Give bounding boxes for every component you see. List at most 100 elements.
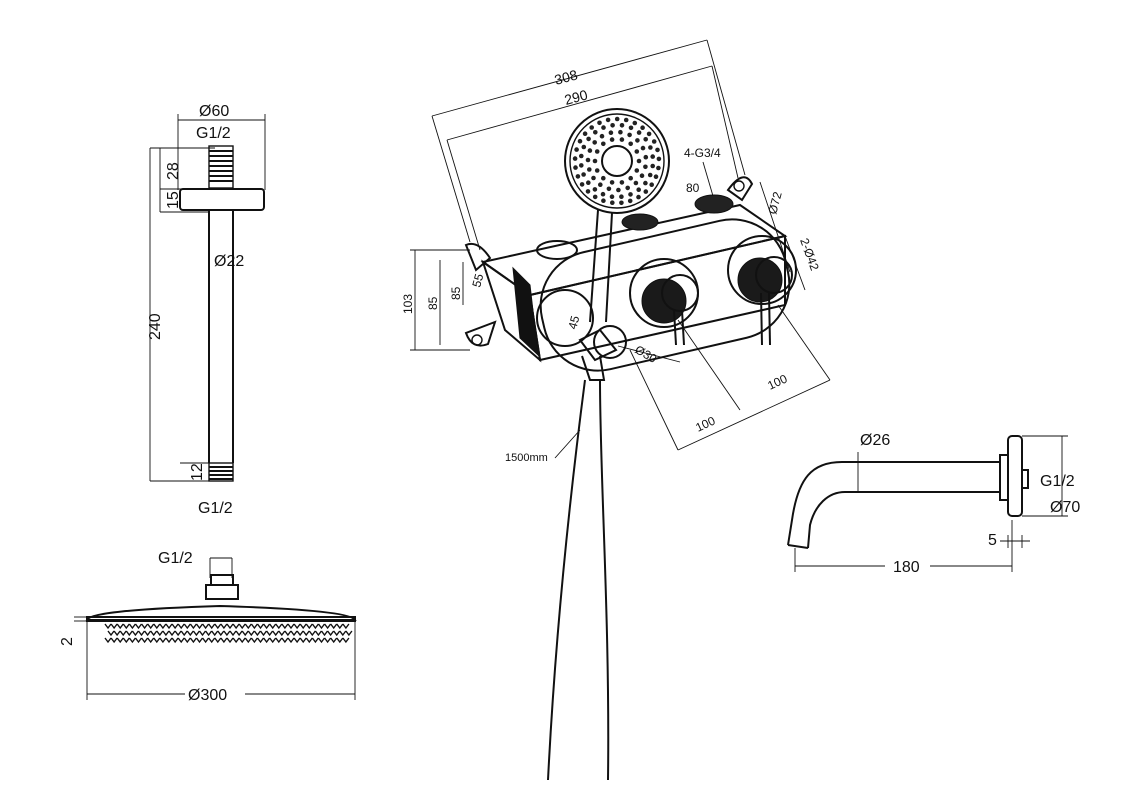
hand-shower-nozzle [609, 180, 615, 185]
hand-shower-nozzle [616, 187, 621, 193]
hand-shower-nozzle [649, 182, 654, 187]
head-nozzle [293, 637, 301, 644]
hand-shower-nozzle [597, 120, 602, 126]
mixer-dim-80: 80 [686, 181, 700, 195]
hand-shower-nozzle [579, 182, 585, 187]
arm-dia-top: Ø60 [199, 103, 229, 120]
head-nozzle [208, 623, 216, 630]
head-nozzle [342, 637, 350, 644]
head-nozzle [290, 630, 298, 637]
hand-shower-nozzle [636, 130, 642, 135]
hand-shower-nozzle [593, 130, 598, 135]
head-nozzle [168, 630, 176, 637]
head-nozzle [317, 623, 326, 630]
head-nozzle [232, 637, 240, 644]
hand-shower-nozzle [628, 192, 633, 197]
hand-shower-nozzle [628, 175, 633, 181]
head-nozzle [339, 630, 347, 637]
hand-shower-nozzle [586, 180, 591, 185]
hand-shower-nozzle [614, 116, 620, 122]
arm-thread-hatch [209, 150, 233, 182]
head-nozzle [208, 637, 216, 644]
hand-shower-nozzle [646, 131, 652, 137]
head-nozzle [324, 623, 332, 630]
head-nozzle [110, 623, 118, 630]
mixer-dim-100b: 100 [765, 371, 789, 392]
head-nozzle [205, 630, 213, 637]
hand-shower-nozzle [577, 138, 583, 144]
head-nozzle [153, 637, 161, 644]
head-nozzle [314, 630, 322, 637]
hand-shower-nozzle [601, 141, 606, 147]
hand-shower-nozzle [581, 172, 586, 177]
hand-shower-nozzle [599, 133, 605, 139]
head-nozzle [177, 637, 185, 644]
spout-thread: G1/2 [1040, 473, 1075, 490]
head-nozzle [159, 637, 167, 644]
head-nozzle [122, 623, 130, 630]
head-nozzle [296, 630, 304, 637]
mixer-dim-55: 55 [469, 272, 486, 289]
hand-shower-nozzle [648, 145, 653, 150]
head-nozzle [226, 637, 234, 644]
hand-shower-nozzle [610, 123, 615, 128]
hand-shower-nozzle [609, 194, 615, 199]
hand-shower-nozzle [606, 186, 612, 192]
head-nozzle [272, 630, 280, 637]
hand-shower-nozzle [574, 147, 579, 152]
hand-shower-nozzle [655, 147, 660, 153]
head-nozzle [134, 637, 143, 644]
hand-shower-nozzle [643, 180, 648, 186]
head-nozzle [244, 623, 252, 630]
arm-dim-15: 15 [165, 191, 182, 209]
hand-shower-nozzle [592, 187, 598, 192]
head-nozzle [299, 637, 307, 644]
head-nozzle [165, 637, 173, 644]
head-nozzle [342, 623, 350, 630]
hand-shower-nozzle [636, 187, 641, 192]
head-nozzle [250, 623, 258, 630]
head-nozzle [141, 623, 149, 630]
hand-shower-nozzle [586, 136, 591, 142]
arm-thread-top: G1/2 [196, 125, 231, 142]
hand-shower-nozzle [592, 140, 597, 145]
head-nozzle [156, 630, 164, 637]
spout-dia-70: Ø70 [1050, 499, 1080, 516]
hand-shower-nozzle [585, 157, 591, 163]
hand-shower-nozzle [608, 130, 614, 135]
head-nozzle [171, 623, 179, 630]
head-nozzle [266, 630, 274, 637]
head-nozzle [217, 630, 225, 637]
head-nozzle [302, 630, 310, 637]
hand-shower-nozzle [643, 164, 648, 170]
head-nozzle [287, 637, 295, 644]
head-nozzle [330, 623, 338, 630]
mixer-valve: 308 290 [401, 39, 831, 781]
head-nozzle [214, 637, 222, 644]
head-nozzle [104, 623, 112, 630]
head-nozzle [327, 630, 335, 637]
hand-shower-nozzle [618, 129, 623, 135]
head-nozzle [275, 637, 283, 644]
hand-shower-nozzle [650, 163, 655, 169]
head-nozzle [141, 637, 149, 644]
head-nozzle [125, 630, 133, 637]
head-nozzle [128, 623, 136, 630]
head-nozzle [122, 637, 130, 644]
hand-shower-nozzle [651, 139, 657, 144]
hand-shower-nozzle [634, 168, 640, 173]
head-nozzle [305, 623, 313, 630]
hand-shower-nozzle [582, 131, 588, 136]
head-nozzles [104, 623, 353, 644]
head-nozzle [195, 637, 204, 644]
head-nozzle [333, 630, 341, 637]
hose-length: 1500mm [505, 452, 548, 464]
head-nozzle [183, 637, 191, 644]
hand-shower-nozzle [634, 149, 640, 154]
head-nozzle [153, 623, 161, 630]
hand-shower-nozzle [623, 117, 629, 123]
hand-shower-nozzle [589, 125, 594, 130]
head-nozzle [317, 637, 326, 644]
head-nozzle [104, 637, 112, 644]
